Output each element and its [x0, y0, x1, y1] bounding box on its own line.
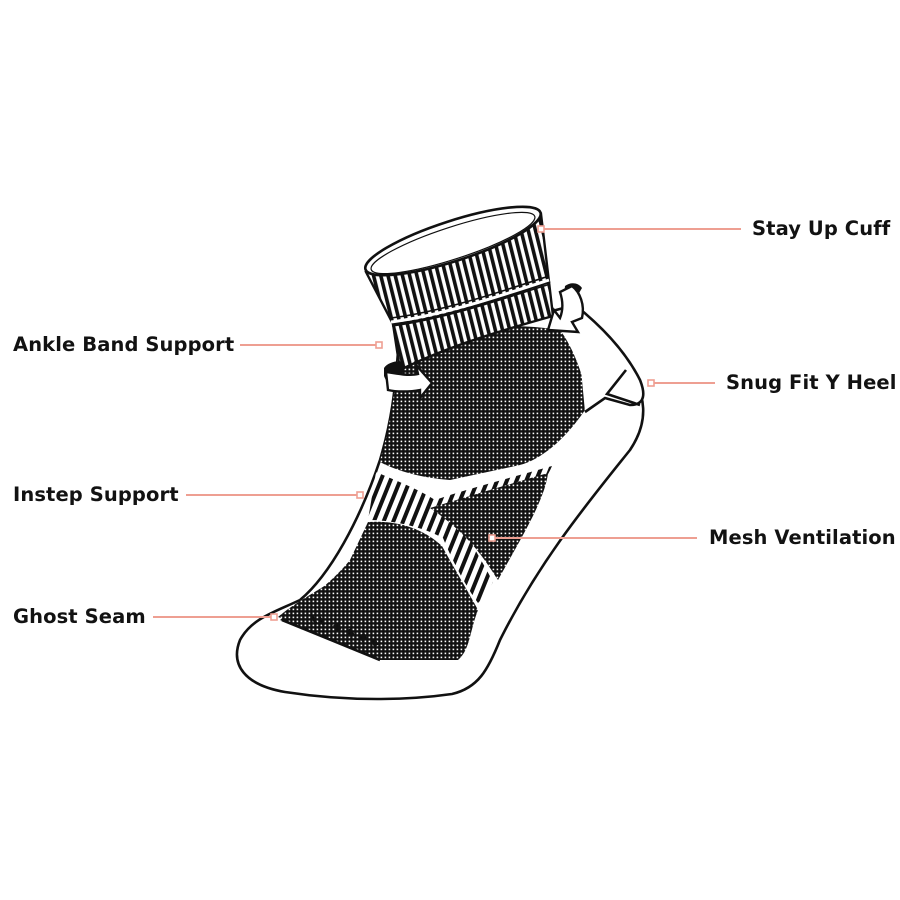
- callout-ankle-band-support: Ankle Band Support: [13, 333, 235, 356]
- ankle-band-arrow-left: [384, 360, 434, 402]
- callout-ghost-seam: Ghost Seam: [13, 605, 146, 628]
- mesh-ventilation-panel: [430, 473, 548, 580]
- leader-lines: [153, 228, 741, 618]
- callout-snug-fit-y-heel: Snug Fit Y Heel: [726, 371, 897, 394]
- mesh-panel-upper: [380, 325, 586, 480]
- leader-anchors: [270, 225, 655, 621]
- ankle-band-arrow-right: [546, 283, 585, 334]
- callout-instep-support: Instep Support: [13, 483, 179, 506]
- ghost-seam-line: [281, 618, 381, 662]
- cuff-opening: [363, 205, 543, 277]
- callout-stay-up-cuff: Stay Up Cuff: [752, 217, 891, 240]
- toe-logo-marks: [310, 614, 379, 647]
- callout-mesh-ventilation: Mesh Ventilation: [709, 526, 896, 549]
- y-heel-panel: [574, 303, 645, 414]
